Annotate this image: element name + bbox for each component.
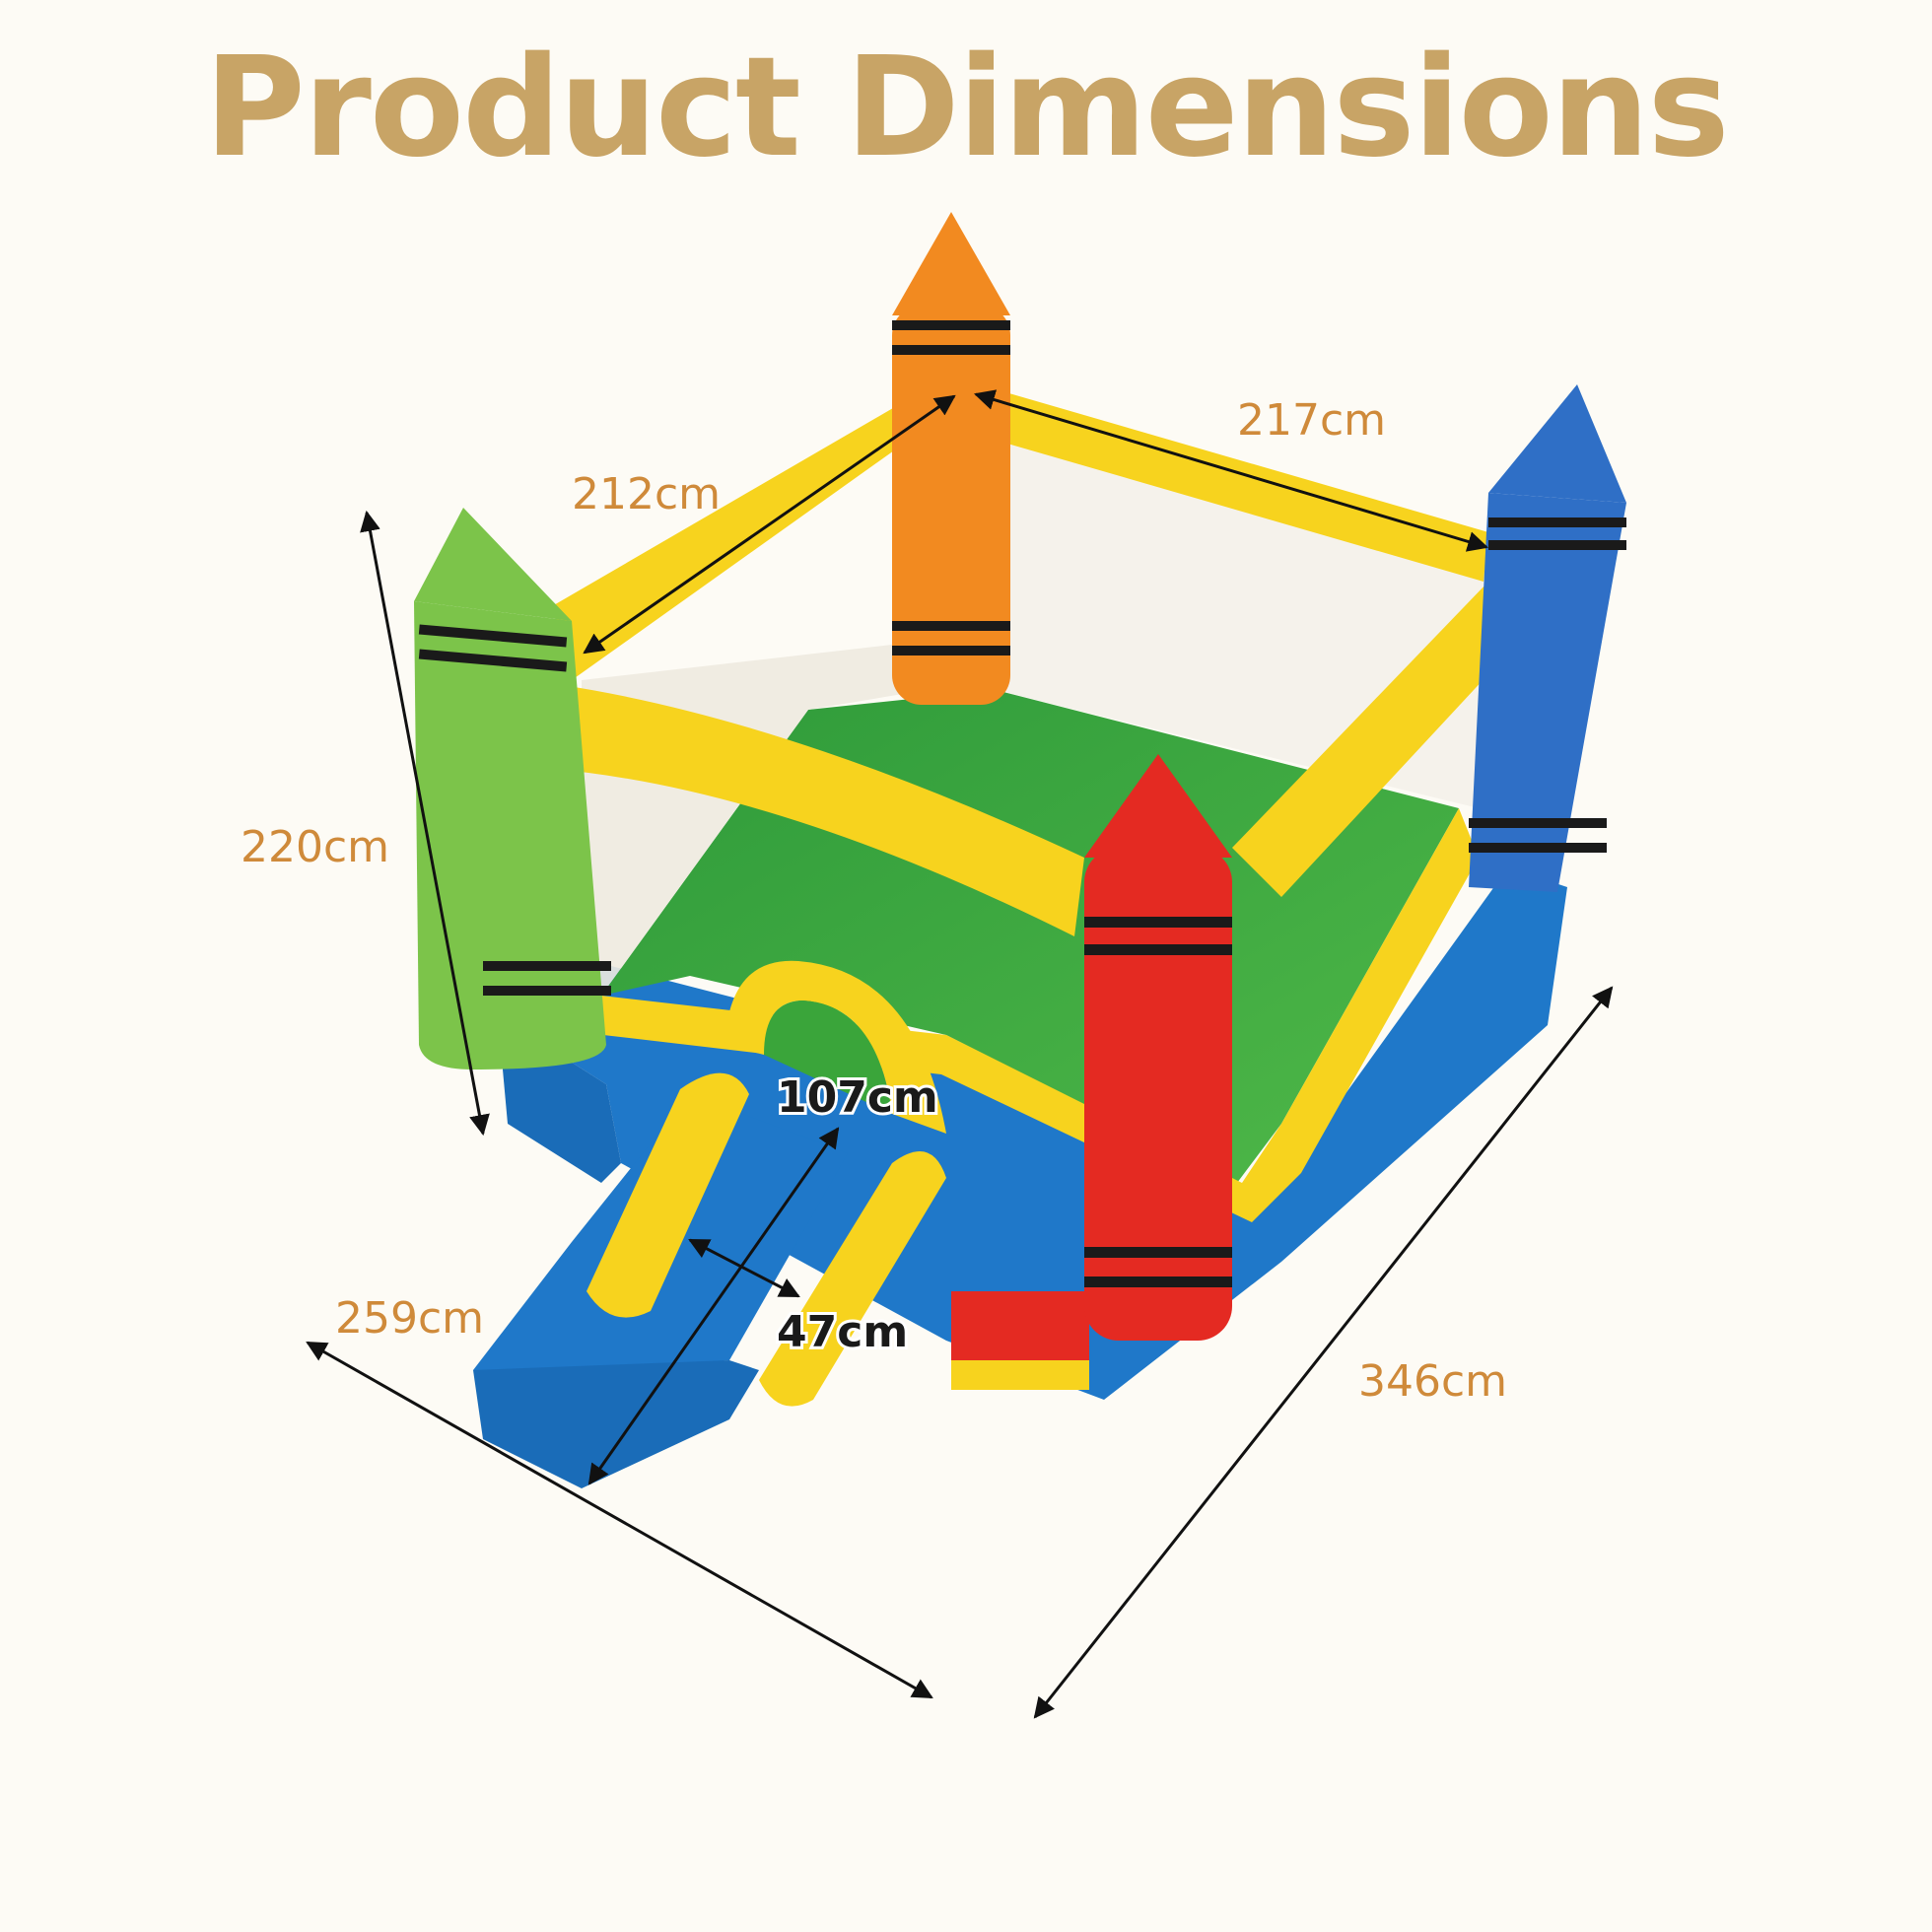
dim-212-label: 212cm [572,469,721,519]
tower-orange [892,212,1010,705]
arrow-220 [360,510,490,1137]
page-title: Product Dimensions [204,28,1730,188]
zip-panel-trim [951,1360,1089,1390]
dim-259-label: 259cm [335,1293,484,1344]
rail-front-right [1232,580,1538,897]
arrow-259 [306,1341,933,1699]
arrow-346 [1033,986,1614,1719]
arrow-47 [688,1238,800,1298]
entrance-opening [764,1000,892,1114]
arrow-217 [973,389,1489,552]
dim-217-label: 217cm [1237,395,1386,446]
rail-front-left [532,684,1084,936]
arrow-212 [583,394,956,655]
dim-107-label: 107cm [777,1072,938,1123]
tower-red [1084,754,1232,1341]
dim-346-label: 346cm [1358,1356,1507,1407]
base-blue-wall [498,867,1567,1400]
dim-47-label: 47cm [777,1307,908,1357]
slide-bottom [473,1360,759,1488]
dimension-lines [306,389,1614,1719]
entrance-arch [724,960,946,1134]
dim-220-label: 220cm [241,822,389,872]
tower-blue [1469,384,1626,892]
